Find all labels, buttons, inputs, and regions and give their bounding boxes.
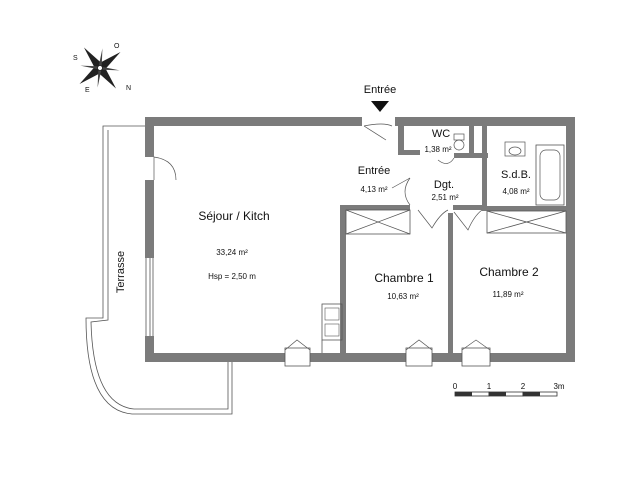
window-chambre1-bottom — [405, 339, 433, 367]
room-name-terrasse: Terrasse — [115, 251, 127, 293]
compass-letter-e: E — [85, 87, 90, 94]
room-name-chambre2: Chambre 2 — [479, 265, 539, 279]
window-west — [145, 258, 154, 336]
entrance-arrow-icon — [371, 101, 389, 112]
window-chambre2-bottom — [461, 339, 491, 367]
room-area-chambre1: 10,63 m² — [387, 292, 419, 301]
room-area-chambre2: 11,89 m² — [493, 290, 524, 299]
compass-letter-s: S — [73, 55, 78, 62]
room-name-chambre1: Chambre 1 — [374, 271, 434, 285]
room-name-sdb: S.d.B. — [501, 169, 531, 181]
entrance-marker-label: Entrée — [364, 84, 396, 96]
kitchen-sink-icon — [321, 303, 343, 353]
toilet-icon — [453, 133, 465, 151]
wardrobe-chambre2 — [486, 210, 567, 234]
compass-icon — [79, 47, 121, 89]
terrace — [85, 125, 233, 415]
exterior-walls — [145, 117, 575, 362]
compass-letter-n: N — [126, 85, 131, 92]
wardrobe-chambre1 — [345, 209, 411, 235]
room-area-dgt: 2,51 m² — [431, 193, 458, 202]
scale-bar — [454, 391, 558, 397]
interior-walls — [340, 120, 566, 353]
sink-icon — [504, 141, 526, 157]
scale-tick-2: 2 — [521, 382, 526, 391]
door-dgt — [391, 157, 483, 231]
room-name-entree: Entrée — [358, 165, 390, 177]
compass-letter-o: O — [114, 43, 120, 50]
window-sejour-bottom — [284, 339, 311, 367]
door-entrance — [363, 123, 393, 141]
room-name-wc: WC — [432, 128, 450, 140]
scale-tick-1: 1 — [487, 382, 492, 391]
room-area-wc: 1,38 m² — [424, 145, 451, 154]
room-ceiling-height: Hsp = 2,50 m — [208, 272, 256, 281]
room-area-entree: 4,13 m² — [360, 185, 387, 194]
scale-tick-3: 3m — [553, 382, 564, 391]
room-area-sejour: 33,24 m² — [216, 248, 248, 257]
room-name-sejour: Séjour / Kitch — [198, 209, 269, 223]
scale-tick-0: 0 — [453, 382, 458, 391]
door-west — [153, 156, 177, 181]
room-area-sdb: 4,08 m² — [502, 187, 529, 196]
bathtub-icon — [535, 144, 565, 206]
room-name-dgt: Dgt. — [434, 179, 454, 191]
